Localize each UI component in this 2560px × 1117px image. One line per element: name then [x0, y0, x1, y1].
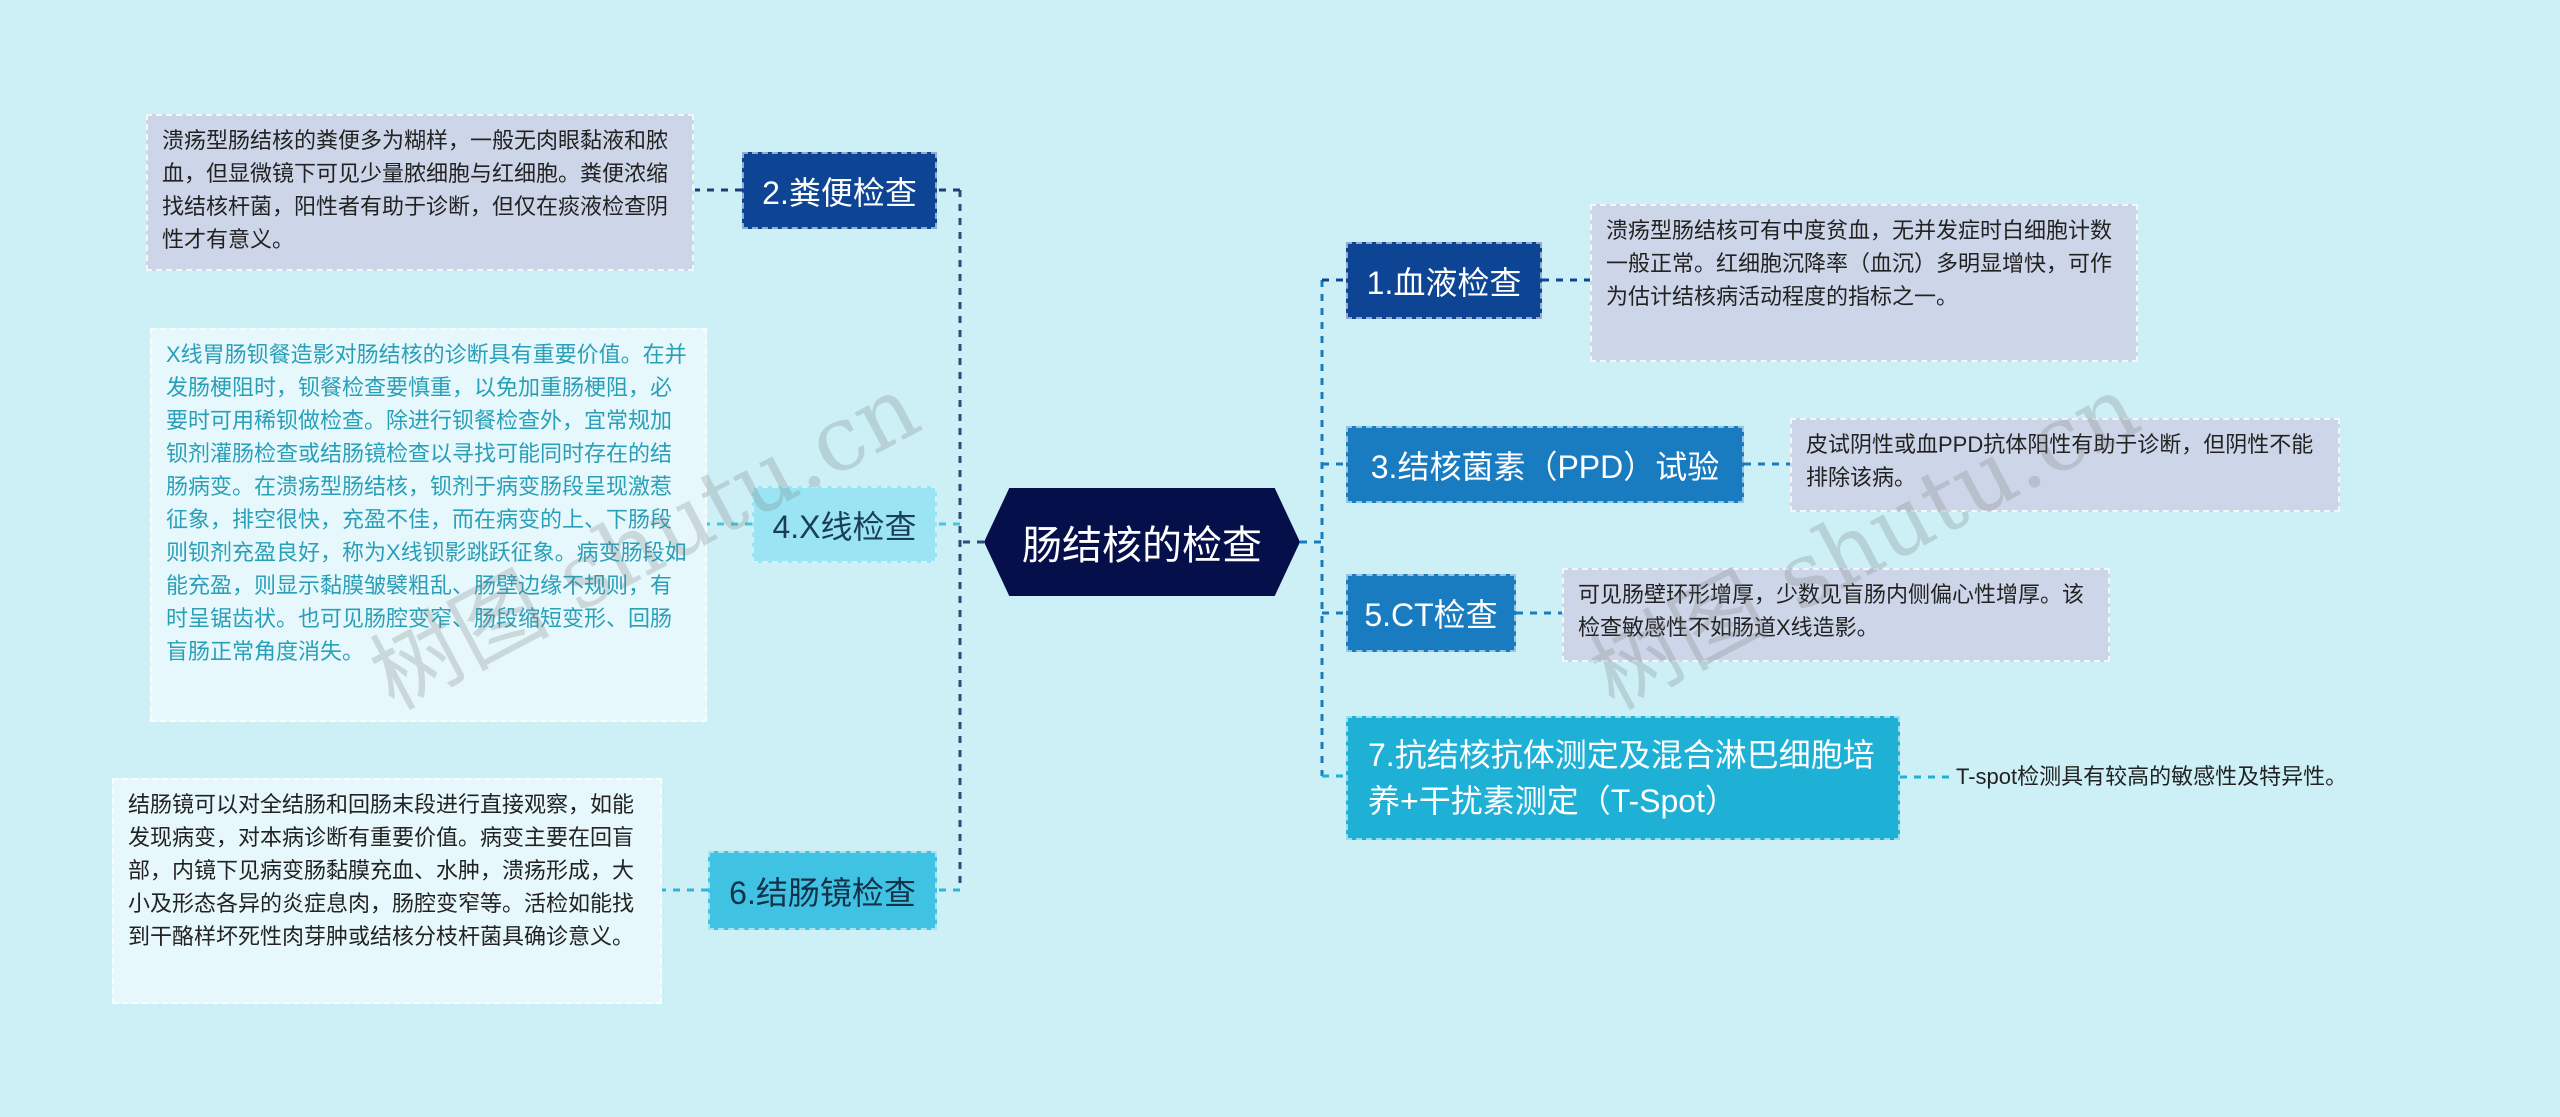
- ct-description: 可见肠壁环形增厚，少数见盲肠内侧偏心性增厚。该检查敏感性不如肠道X线造影。: [1562, 568, 2110, 662]
- branch-ppd[interactable]: 3.结核菌素（PPD）试验: [1346, 426, 1744, 503]
- xray-description: X线胃肠钡餐造影对肠结核的诊断具有重要价值。在并发肠梗阻时，钡餐检查要慎重，以免…: [150, 328, 707, 722]
- branch-xray[interactable]: 4.X线检查: [752, 486, 937, 563]
- colonoscopy-description: 结肠镜可以对全结肠和回肠末段进行直接观察，如能发现病变，对本病诊断有重要价值。病…: [112, 778, 662, 1004]
- tspot-description: T-spot检测具有较高的敏感性及特异性。: [1956, 764, 2348, 789]
- stool-description: 溃疡型肠结核的粪便多为糊样，一般无肉眼黏液和脓血，但显微镜下可见少量脓细胞与红细…: [146, 114, 694, 271]
- connector-left-trunk: [958, 190, 984, 890]
- branch-blood[interactable]: 1.血液检查: [1346, 242, 1542, 319]
- branch-tspot[interactable]: 7.抗结核抗体测定及混合淋巴细胞培养+干扰素测定（T-Spot）: [1346, 716, 1900, 840]
- branch-ct[interactable]: 5.CT检查: [1346, 574, 1516, 652]
- central-topic[interactable]: 肠结核的检查: [984, 488, 1300, 596]
- blood-description: 溃疡型肠结核可有中度贫血，无并发症时白细胞计数一般正常。红细胞沉降率（血沉）多明…: [1590, 204, 2138, 362]
- ppd-description: 皮试阴性或血PPD抗体阳性有助于诊断，但阴性不能排除该病。: [1790, 418, 2340, 512]
- branch-colonoscopy[interactable]: 6.结肠镜检查: [708, 851, 937, 930]
- branch-stool[interactable]: 2.粪便检查: [742, 152, 937, 229]
- connector-right-trunk: [1300, 280, 1324, 776]
